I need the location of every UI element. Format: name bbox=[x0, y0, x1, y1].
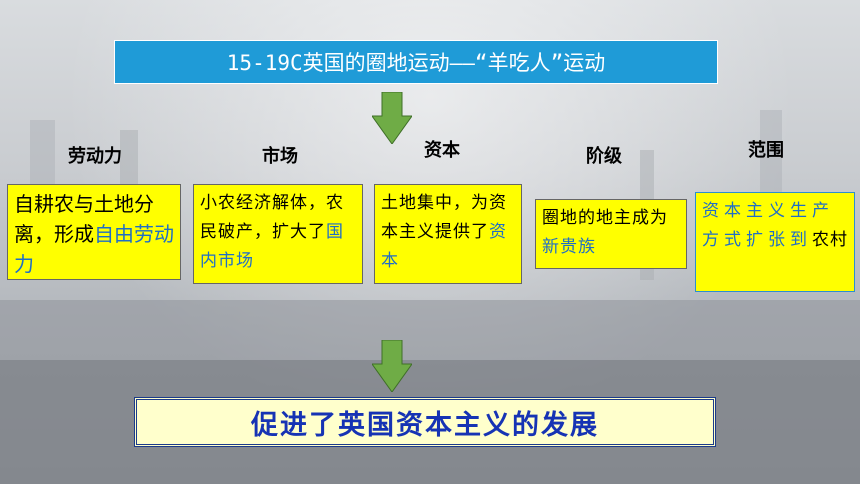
capital-highlight: 资本 bbox=[381, 222, 507, 271]
capital-text: 土地集中，为资本主义提供了 bbox=[381, 193, 507, 242]
scope-highlight: 资本主义生产方式扩张到 bbox=[702, 201, 834, 250]
labor-box: 自耕农与土地分离，形成自由劳动力 bbox=[7, 184, 181, 280]
labor-text: 自耕农与土地分离，形成 bbox=[14, 192, 154, 246]
page-title: 15-19C英国的圈地运动——“羊吃人”运动 bbox=[114, 40, 718, 84]
category-market: 市场 bbox=[262, 146, 298, 167]
down-arrow-icon bbox=[372, 340, 412, 392]
capital-box: 土地集中，为资本主义提供了资本 bbox=[374, 184, 522, 284]
category-class: 阶级 bbox=[586, 146, 622, 167]
labor-highlight-b: 由劳动力 bbox=[14, 222, 174, 276]
scope-box: 资本主义生产方式扩张到农村 bbox=[695, 192, 855, 292]
labor-highlight-a: 自 bbox=[94, 222, 114, 246]
class-highlight: 新贵族 bbox=[542, 237, 596, 257]
market-highlight: 国内市场 bbox=[200, 222, 344, 271]
class-text: 圈地的地主成为 bbox=[542, 208, 668, 228]
class-box: 圈地的地主成为新贵族 bbox=[535, 199, 687, 269]
category-capital: 资本 bbox=[424, 140, 460, 161]
category-scope: 范围 bbox=[748, 140, 784, 161]
conclusion-box: 促进了英国资本主义的发展 bbox=[134, 397, 716, 447]
market-box: 小农经济解体，农民破产，扩大了国内市场 bbox=[193, 184, 363, 284]
down-arrow-icon bbox=[372, 92, 412, 144]
category-labor: 劳动力 bbox=[68, 146, 122, 167]
market-text: 小农经济解体，农民破产，扩大了 bbox=[200, 193, 344, 242]
conclusion-text: 促进了英国资本主义的发展 bbox=[251, 409, 599, 441]
scope-text: 农村 bbox=[812, 230, 848, 250]
